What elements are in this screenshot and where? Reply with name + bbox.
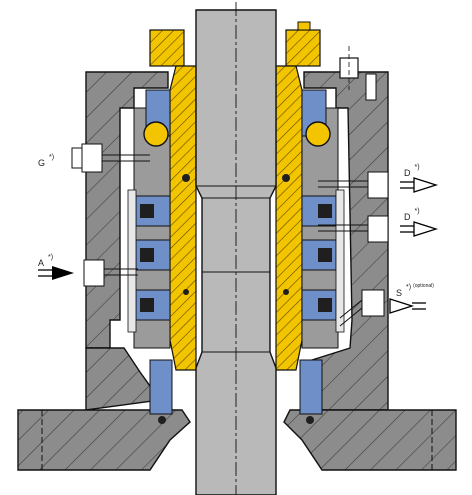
label-port-s-extra: (optional) xyxy=(413,283,434,289)
port-s-passage xyxy=(339,289,385,327)
label-port-g-letter: G xyxy=(38,158,46,168)
port-out-arrow-icon xyxy=(400,177,439,193)
label-port-d1: D*) xyxy=(404,164,420,180)
label-port-a-letter: A xyxy=(38,258,45,268)
housing-right xyxy=(303,71,389,411)
label-port-s-letter: S xyxy=(396,288,403,298)
port-a-passage xyxy=(83,259,138,287)
label-port-s-note: *) xyxy=(406,284,412,291)
port-in-arrow-icon xyxy=(38,266,74,280)
port-d1-passage xyxy=(318,171,389,199)
port-d2-passage xyxy=(318,215,389,243)
clamp-collar-left xyxy=(149,29,185,67)
shaft-sleeve-left xyxy=(169,65,197,371)
label-port-s: S*)(optional) xyxy=(396,284,434,300)
shaft xyxy=(195,2,277,495)
shaft-sleeve-right xyxy=(275,65,303,371)
port-out-arrow-icon xyxy=(400,221,439,237)
label-port-a-note: *) xyxy=(48,254,54,261)
seal-chamber-left xyxy=(127,89,190,424)
set-screw xyxy=(339,46,377,101)
label-port-g: G*) xyxy=(38,154,54,170)
label-port-g-note: *) xyxy=(49,154,55,161)
hollow-arrow-icon xyxy=(389,298,426,314)
label-port-d2-note: *) xyxy=(414,208,420,215)
clamp-collar-right xyxy=(285,21,321,67)
port-g-passage xyxy=(71,143,150,173)
housing-left xyxy=(85,71,169,411)
label-port-d1-note: *) xyxy=(414,164,420,171)
gland-flange-right xyxy=(283,409,457,471)
label-port-a: A*) xyxy=(38,254,53,270)
gland-flange-left xyxy=(17,409,191,471)
label-port-d2: D*) xyxy=(404,208,420,224)
label-port-d1-letter: D xyxy=(404,168,411,178)
label-port-d2-letter: D xyxy=(404,212,411,222)
seal-chamber-right xyxy=(282,89,345,424)
